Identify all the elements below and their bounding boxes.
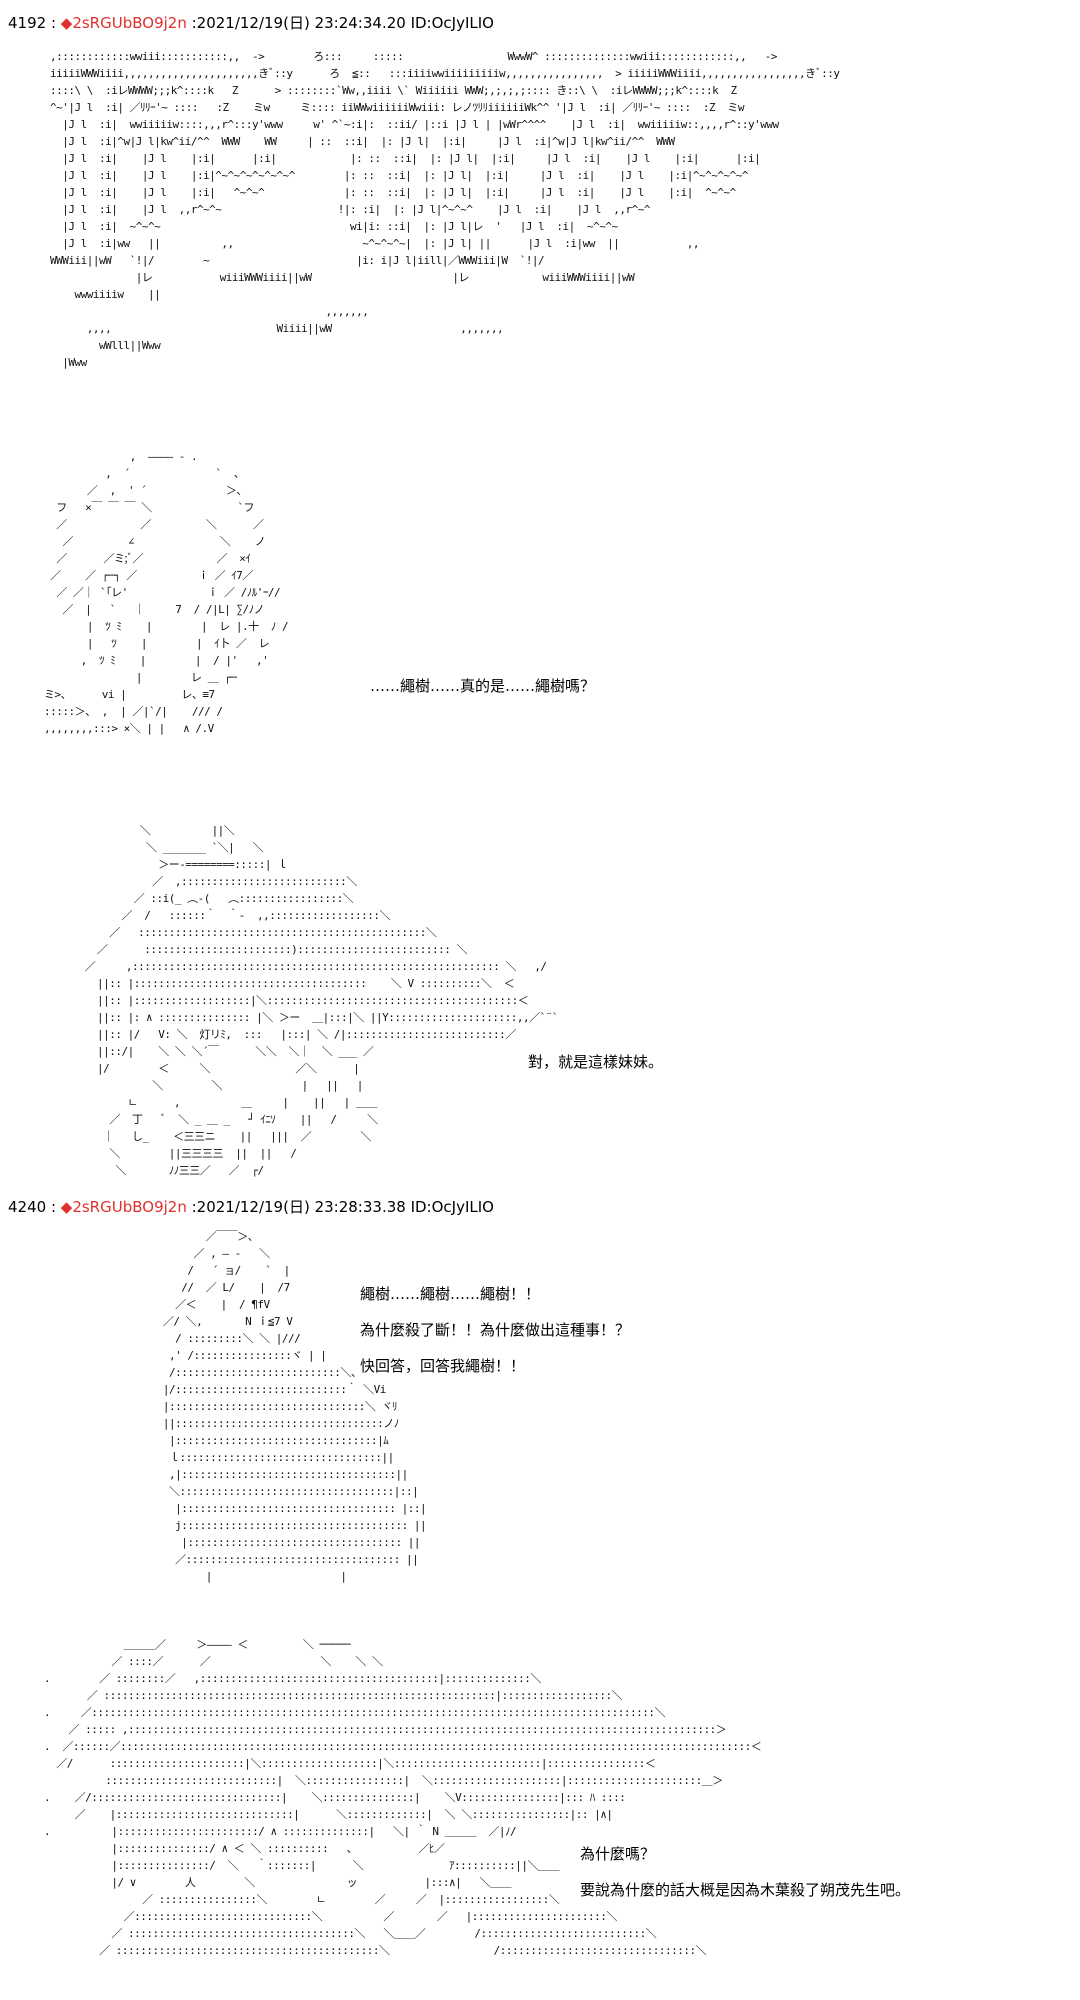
dialogue-block-post-2a: 繩樹……繩樹……繩樹！！ 為什麼殺了斷！！為什麼做出這種事！？ 快回答，回答我繩…	[360, 1276, 630, 1384]
ascii-art-character-3: ／￣￣＞、 ／ , ― - ＼ / ´ ョ/ ` | // ／ L/ | /7 …	[162, 1230, 427, 1583]
dialogue-line: 繩樹……繩樹……繩樹！！	[360, 1285, 541, 1303]
post-number: 4240	[8, 1198, 47, 1216]
poster-trip[interactable]: 2sRGUbBO9j2n	[72, 14, 187, 32]
dialogue-line: 為什麼殺了斷！！為什麼做出這種事！？	[360, 1321, 631, 1339]
dialogue-line: 要說為什麼的話大概是因為木葉殺了朔茂先生吧。	[580, 1881, 911, 1899]
ascii-art-character-1: , ―――― - . , ´ ` 、 ／ , ' ´ ＞、 フ ×￣ ￣ ￣ ＼…	[44, 450, 289, 735]
poster-trip[interactable]: 2sRGUbBO9j2n	[72, 1198, 187, 1216]
post-datetime-id: :2021/12/19(日) 23:24:34.20 ID:OcJyILIO	[186, 14, 494, 32]
post-number: 4192	[8, 14, 47, 32]
ascii-art-character-4: ＿＿＿／ ＞―――― ＜ ＼ ───── ／ ::::／ ／ ＼ ＼ ＼ . ／…	[44, 1638, 762, 1957]
post-header: 4192 : ◆2sRGUbBO9j2n :2021/12/19(日) 23:2…	[8, 12, 494, 33]
ascii-art-title-banner: ,::::::::::::wwiii:::::::::::,, -> ろ::: …	[50, 50, 840, 369]
dialogue-line: 對，就是這樣妹妹。	[528, 1053, 664, 1071]
post-separator: :	[46, 14, 61, 32]
dialogue-block-post-2b: 為什麼嗎？ 要說為什麼的話大概是因為木葉殺了朔茂先生吧。	[580, 1836, 910, 1908]
post-header: 4240 : ◆2sRGUbBO9j2n :2021/12/19(日) 23:2…	[8, 1196, 494, 1217]
dialogue-block-post-1b: 對，就是這樣妹妹。	[528, 1044, 663, 1080]
trip-diamond-icon: ◆	[60, 14, 73, 32]
dialogue-line: 為什麼嗎？	[580, 1845, 656, 1863]
ascii-art-character-2: ＼ ||＼ ＼ _______ `＼| ＼ ＞ー‐========:::::| …	[84, 824, 559, 1177]
trip-diamond-icon: ◆	[60, 1198, 73, 1216]
dialogue-block-post-1a: ……繩樹……真的是……繩樹嗎？	[370, 668, 595, 704]
dialogue-line: ……繩樹……真的是……繩樹嗎？	[370, 677, 596, 695]
post-datetime-id: :2021/12/19(日) 23:28:33.38 ID:OcJyILIO	[186, 1198, 494, 1216]
dialogue-line: 快回答，回答我繩樹！！	[360, 1357, 526, 1375]
post-separator: :	[46, 1198, 61, 1216]
